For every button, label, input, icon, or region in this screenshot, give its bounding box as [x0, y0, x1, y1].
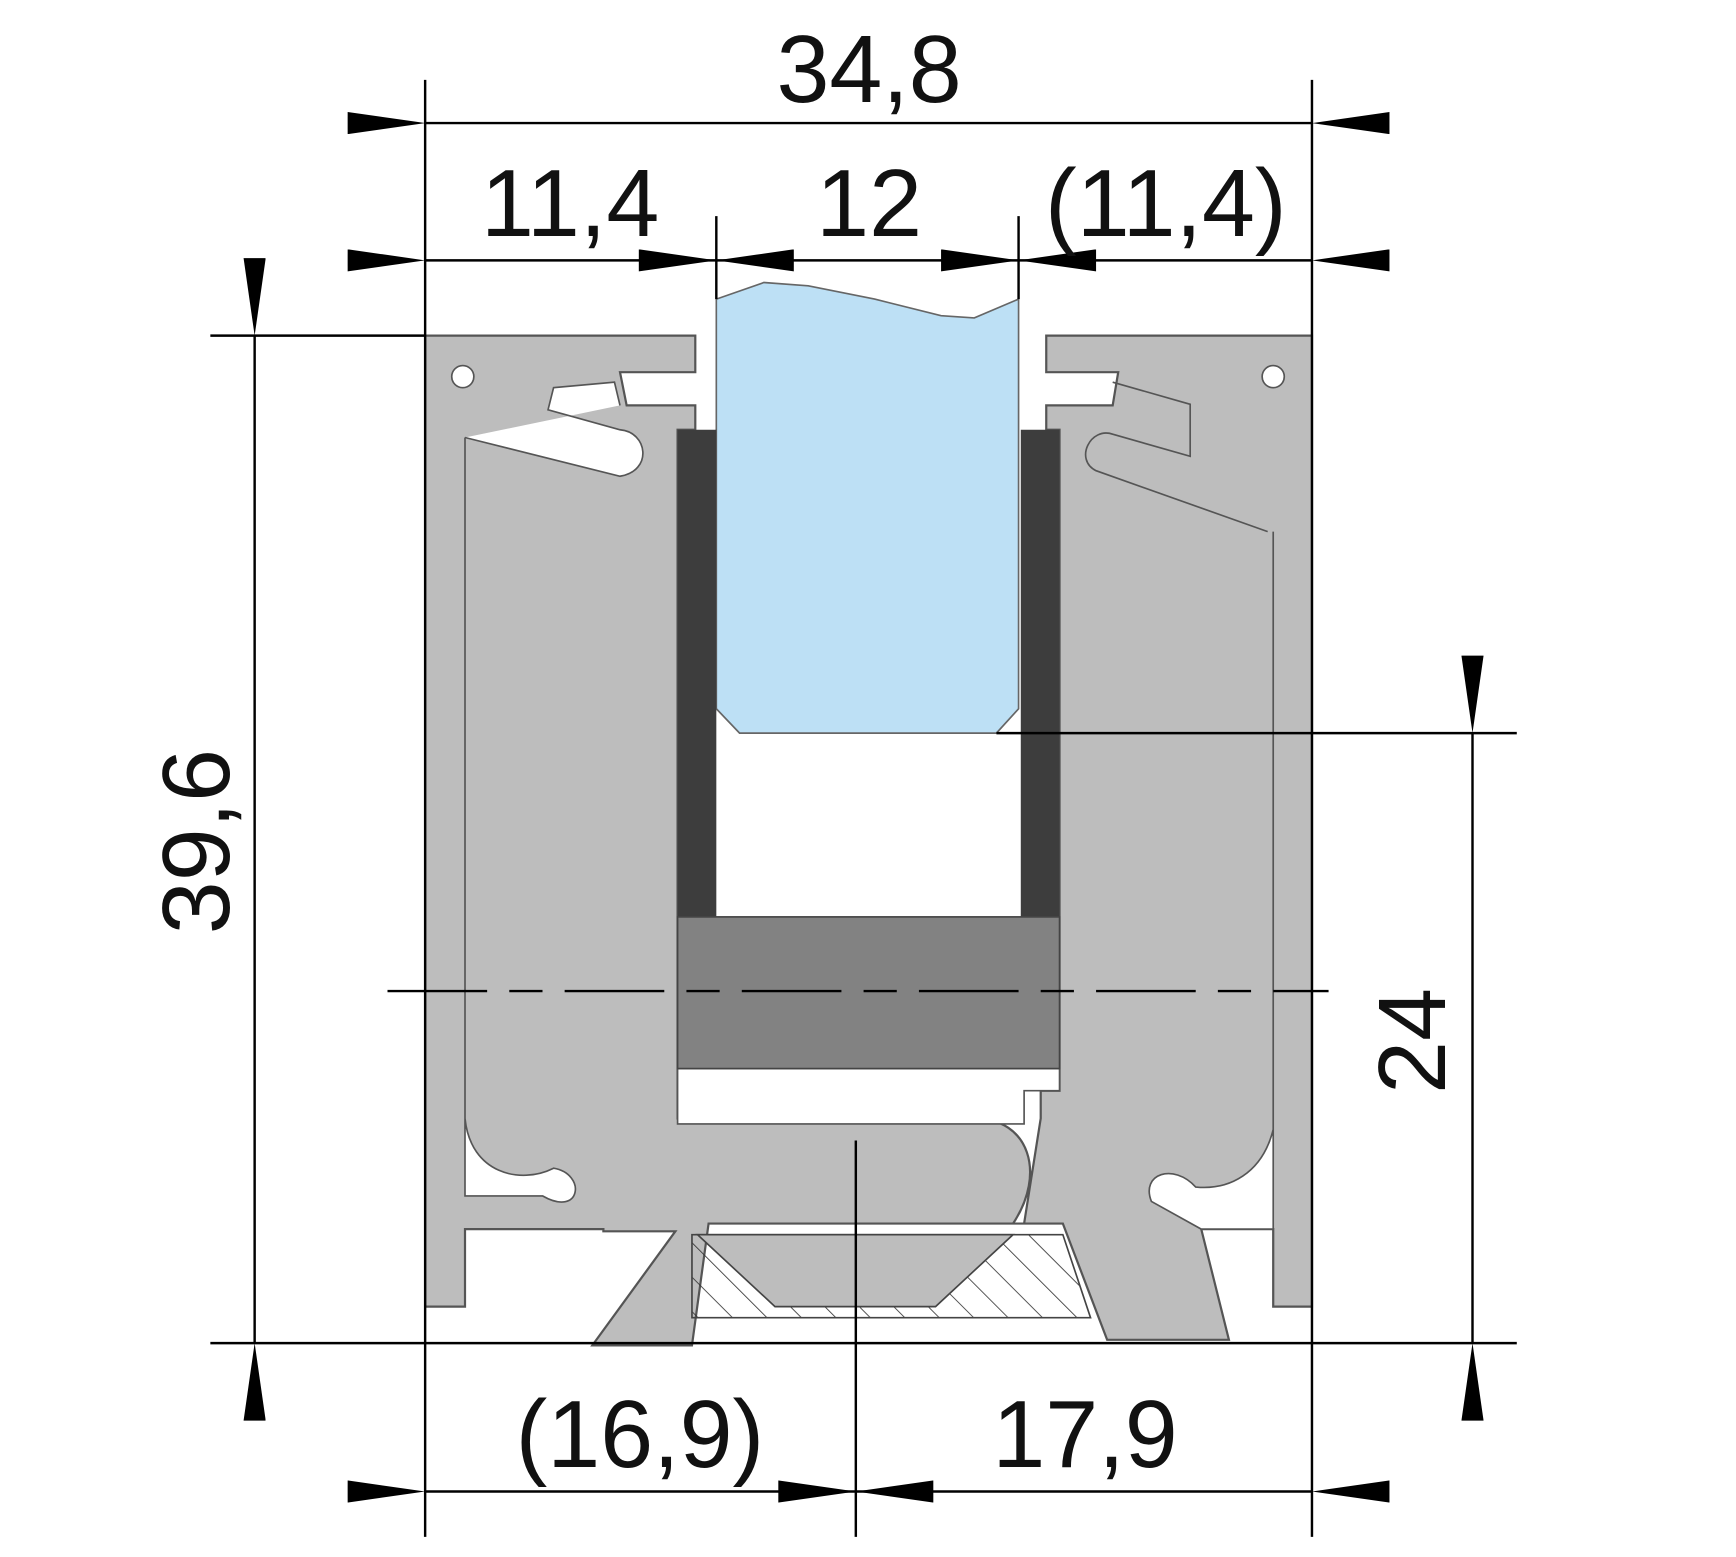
dim-bottom-right: 17,9 — [992, 1382, 1177, 1488]
dim-insert-height: 24 — [1360, 988, 1466, 1094]
setting-block — [676, 916, 1061, 1070]
gasket-right — [1020, 429, 1060, 917]
dim-glass-width: 12 — [816, 151, 922, 257]
dim-bottom-left: (16,9) — [516, 1382, 765, 1488]
dim-right-flange: (11,4) — [1045, 151, 1287, 257]
channel-void — [716, 733, 1021, 917]
gasket-left — [677, 429, 717, 917]
dim-left-flange: 11,4 — [481, 151, 659, 257]
dim-overall-height: 39,6 — [144, 749, 250, 934]
glass-panel — [715, 281, 1020, 734]
dimension-lines — [243, 111, 1484, 1503]
drainage-void — [676, 1067, 1061, 1125]
dim-overall-width: 34,8 — [776, 17, 961, 123]
aluminium-profile — [424, 334, 1314, 1347]
